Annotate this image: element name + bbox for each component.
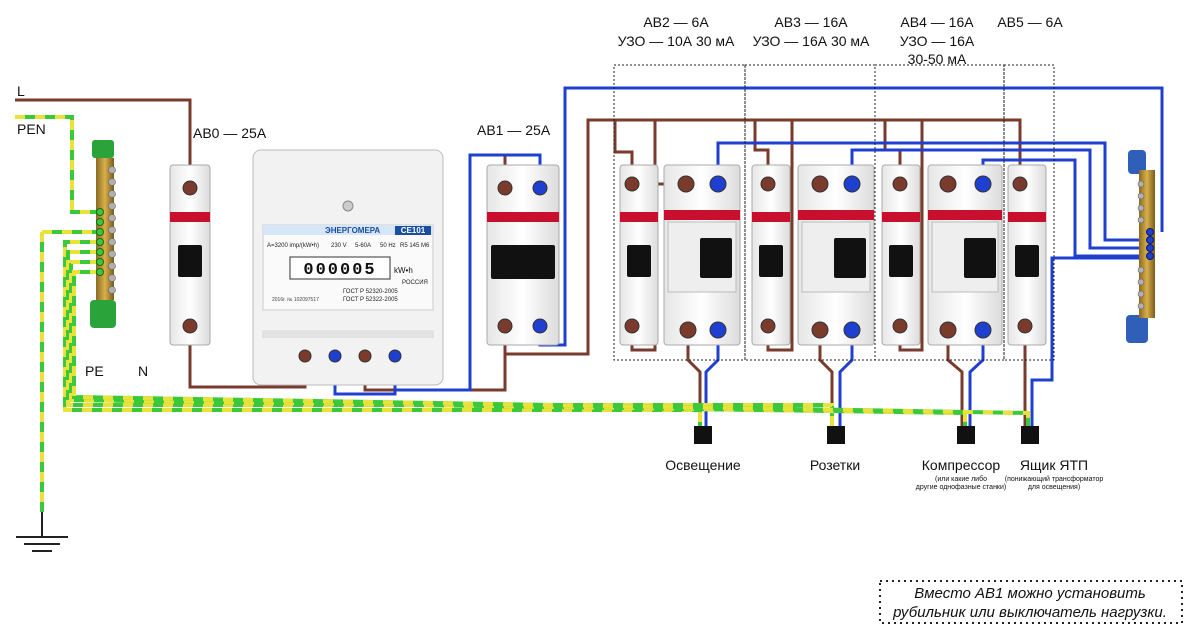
pe-bus-bar [90,140,116,328]
meter-unit: kW•h [394,266,413,275]
rcd-1 [663,164,741,346]
meter-voltage: 230 V [331,243,347,249]
neutral-wire-rcd2 [850,148,1145,250]
phase-wire-ab1-out [503,118,1022,356]
meter-country: РОССИЯ [402,280,428,286]
load-plugs [694,426,1039,444]
meter-serial: 2016г. № 102097517 [272,297,319,303]
load-sub-ytp-1: (понижающий трансформатор [1005,475,1104,483]
breaker-group-frames [613,64,1055,361]
meter-gost2: ГОСТ Р 52322-2005 [343,297,398,303]
label-PEN: PEN [17,121,46,137]
load-label-compressor: Компрессор [922,457,1001,473]
note-line-1: Вместо АВ1 можно установить [914,585,1146,602]
meter-current: 5-60A [355,243,371,249]
note-line-2: рубильник или выключатель нагрузки. [892,604,1167,621]
breaker-ab4 [881,164,921,346]
label-av2-1: АВ2 — 6А [643,14,709,30]
label-N: N [138,363,148,379]
meter-brand: ЭНЕРГОМЕРА [325,226,380,235]
meter-variant: R5 145 M6 [400,243,430,249]
label-PE: PE [85,363,104,379]
label-av5: АВ5 — 6А [997,14,1063,30]
label-av4-3: 30-50 мА [908,51,967,67]
meter-freq: 50 Hz [380,243,396,249]
ground-symbol-icon [16,512,68,552]
neutral-wire-rcd1 [716,141,1145,242]
breaker-ab5 [1007,164,1047,346]
load-label-lighting: Освещение [665,457,741,473]
label-av4-1: АВ4 — 16А [900,14,974,30]
label-av3-2: УЗО — 16А 30 мА [753,33,870,49]
label-av3-1: АВ3 — 16А [774,14,848,30]
label-av1: АВ1 — 25А [477,122,551,138]
breaker-ab1 [486,164,560,346]
note-box: Вместо АВ1 можно установить рубильник ил… [879,580,1183,624]
phase-wire-L [15,98,192,188]
load-sub-compressor-1: (или какие либо [935,475,987,483]
meter-digits: 000005 [303,261,376,280]
label-L: L [17,83,25,99]
meter-gost1: ГОСТ Р 52320-2005 [343,289,398,295]
label-av0: АВ0 — 25А [193,125,267,141]
neutral-wire-ab5 [1050,256,1145,352]
breaker-ab3 [751,164,791,346]
breaker-ab2 [619,164,659,346]
meter-spec-left: A=3200 imp/(kW•h) [267,243,319,249]
rcd-3 [927,164,1003,346]
neutral-wire-rcd3 [981,158,1145,258]
electricity-meter: ЭНЕРГОМЕРА CE101 A=3200 imp/(kW•h) 230 V… [252,149,444,386]
earth-wires [15,115,1030,512]
meter-model: CE101 [401,226,426,235]
n-bus-bar [1126,150,1155,343]
load-label-sockets: Розетки [810,457,860,473]
label-av4-2: УЗО — 16А [900,33,975,49]
breaker-ab0 [169,164,211,346]
load-label-ytp: Ящик ЯТП [1020,457,1088,473]
load-sub-ytp-2: для освещения) [1028,484,1080,491]
load-sub-compressor-2: другие однофазные станки) [916,484,1007,491]
rcd-2 [797,164,875,346]
label-av2-2: УЗО — 10А 30 мА [618,33,735,49]
